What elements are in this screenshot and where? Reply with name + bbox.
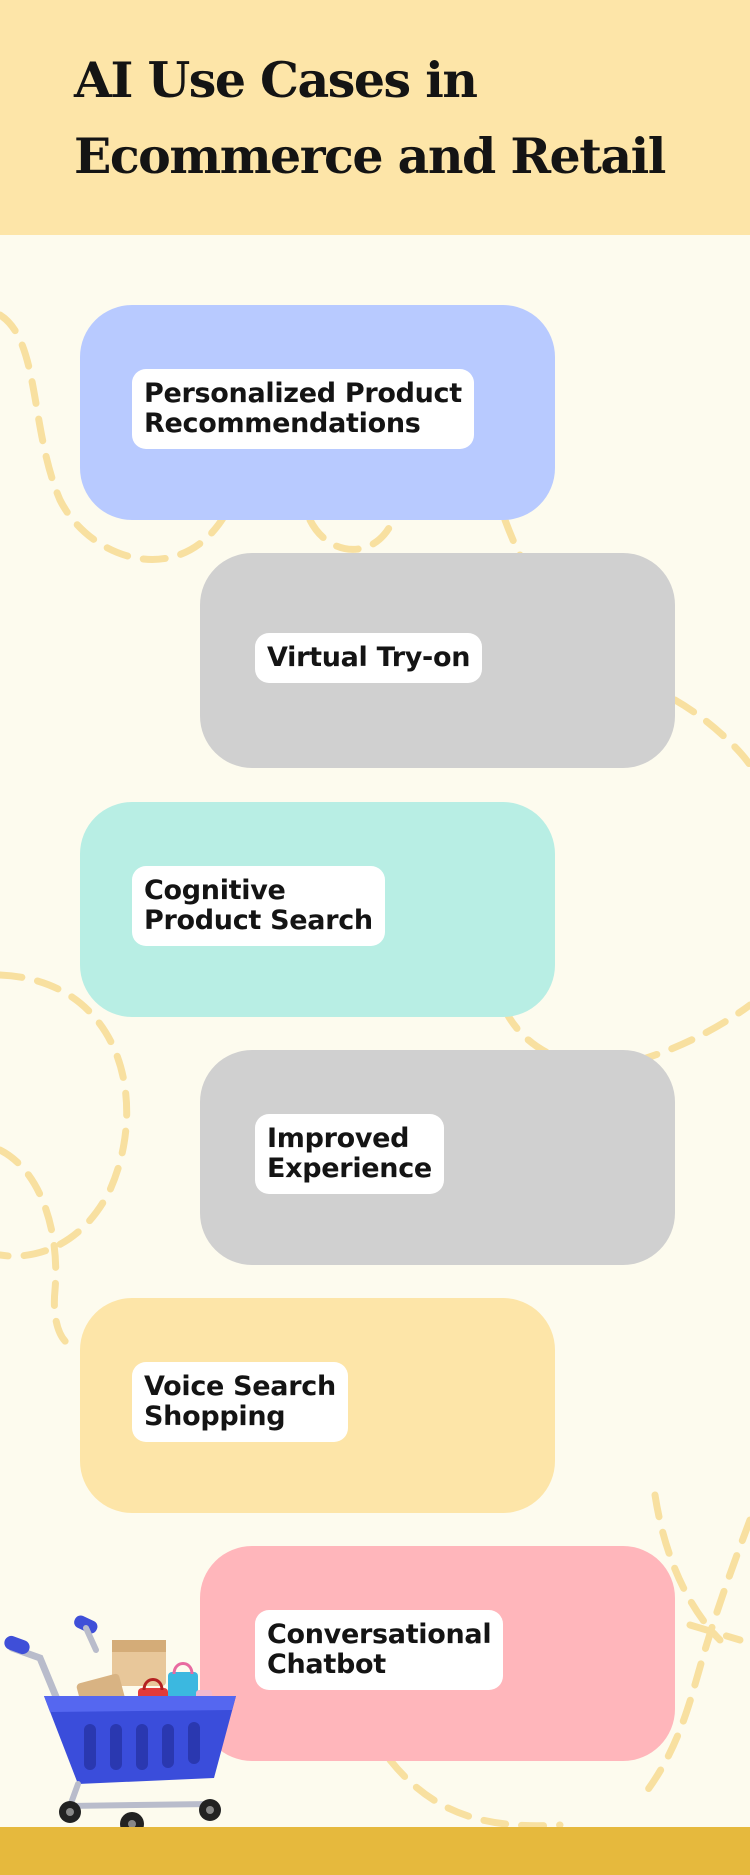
card-label: Voice Search Shopping: [132, 1362, 348, 1442]
header-band: [0, 0, 750, 235]
card-label-line-2: Shopping: [144, 1401, 286, 1432]
card-voice-search-shopping: Voice Search Shopping: [80, 1298, 555, 1513]
card-label-line-1: Personalized Product: [144, 378, 462, 409]
card-virtual-try-on: Virtual Try-on: [200, 553, 675, 768]
shopping-cart-icon: [4, 1615, 236, 1836]
title-line-1: AI Use Cases in: [74, 51, 478, 109]
card-label: Improved Experience: [255, 1114, 444, 1194]
card-label-line-1: Cognitive: [144, 875, 286, 906]
card-label-line-2: Experience: [267, 1153, 432, 1184]
card-label-line-1: Virtual Try-on: [267, 642, 471, 673]
card-label-line-1: Conversational: [267, 1619, 492, 1650]
card-personalized-recommendations: Personalized Product Recommendations: [80, 305, 555, 520]
card-label-line-1: Voice Search: [144, 1371, 336, 1402]
card-label: Conversational Chatbot: [255, 1610, 504, 1690]
footer-band: [0, 1827, 750, 1875]
card-label: Virtual Try-on: [255, 633, 483, 683]
title-line-2: Ecommerce and Retail: [74, 127, 666, 185]
card-label: Personalized Product Recommendations: [132, 369, 474, 449]
card-label-line-2: Product Search: [144, 905, 373, 936]
card-label: Cognitive Product Search: [132, 866, 385, 946]
page-title: AI Use Cases in Ecommerce and Retail: [74, 42, 666, 194]
card-improved-experience: Improved Experience: [200, 1050, 675, 1265]
card-label-line-1: Improved: [267, 1123, 410, 1154]
card-cognitive-product-search: Cognitive Product Search: [80, 802, 555, 1017]
card-label-line-2: Recommendations: [144, 408, 421, 439]
card-label-line-2: Chatbot: [267, 1649, 386, 1680]
card-conversational-chatbot: Conversational Chatbot: [200, 1546, 675, 1761]
